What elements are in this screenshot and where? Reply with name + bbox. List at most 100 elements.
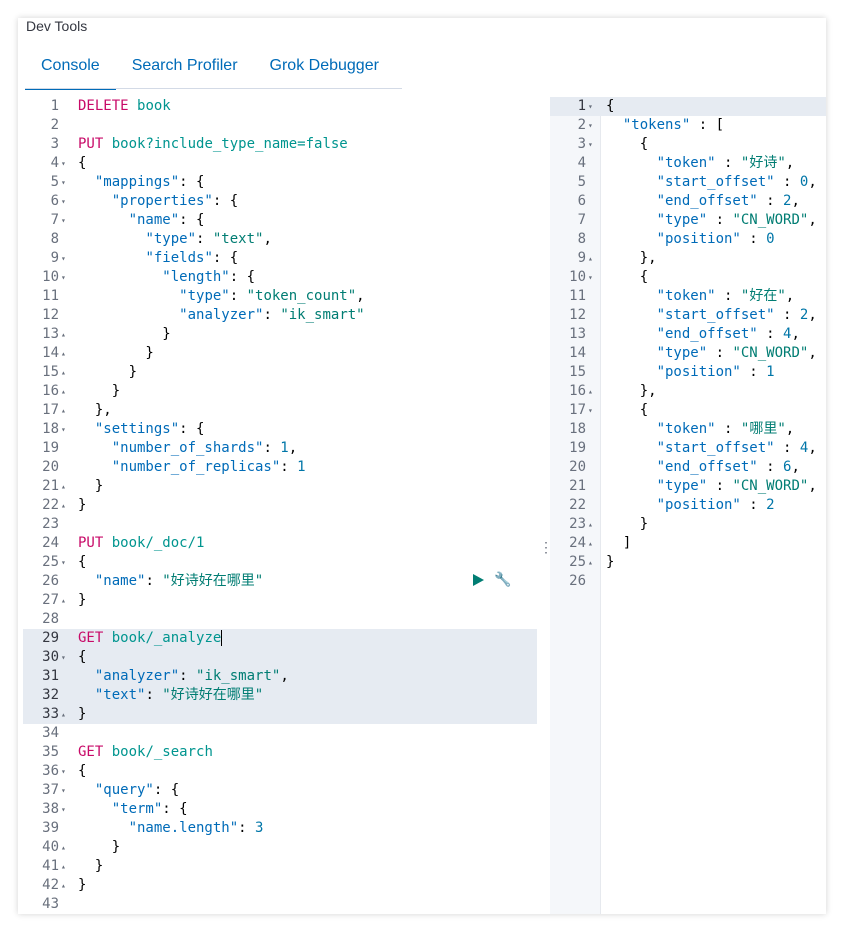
- fold-open-icon[interactable]: ▾: [61, 786, 66, 795]
- request-line[interactable]: 6▾ "properties": {: [23, 192, 537, 211]
- response-line[interactable]: 12 "start_offset" : 2,: [550, 306, 826, 325]
- fold-open-icon[interactable]: ▾: [61, 197, 66, 206]
- fold-open-icon[interactable]: ▾: [588, 121, 593, 130]
- response-line[interactable]: 11 "token" : "好在",: [550, 287, 826, 306]
- fold-close-icon[interactable]: ▴: [61, 482, 66, 491]
- response-line[interactable]: 18 "token" : "哪里",: [550, 420, 826, 439]
- tab-console[interactable]: Console: [25, 48, 116, 90]
- fold-open-icon[interactable]: ▾: [61, 178, 66, 187]
- request-line[interactable]: 20 "number_of_replicas": 1: [23, 458, 537, 477]
- request-line[interactable]: 8 "type": "text",: [23, 230, 537, 249]
- fold-open-icon[interactable]: ▾: [588, 140, 593, 149]
- fold-open-icon[interactable]: ▾: [588, 406, 593, 415]
- fold-open-icon[interactable]: ▾: [61, 254, 66, 263]
- response-line[interactable]: 6 "end_offset" : 2,: [550, 192, 826, 211]
- request-line[interactable]: 40▴ }: [23, 838, 537, 857]
- fold-close-icon[interactable]: ▴: [61, 349, 66, 358]
- request-line[interactable]: 36▾{: [23, 762, 537, 781]
- panel-resizer[interactable]: [537, 97, 550, 914]
- response-line[interactable]: 1▾{: [550, 97, 826, 116]
- request-line[interactable]: 15▴ }: [23, 363, 537, 382]
- response-line[interactable]: 25▴}: [550, 553, 826, 572]
- response-line[interactable]: 3▾ {: [550, 135, 826, 154]
- response-line[interactable]: 20 "end_offset" : 6,: [550, 458, 826, 477]
- fold-open-icon[interactable]: ▾: [588, 273, 593, 282]
- request-line[interactable]: 26 "name": "好诗好在哪里": [23, 572, 537, 591]
- response-line[interactable]: 9▴ },: [550, 249, 826, 268]
- tab-search-profiler[interactable]: Search Profiler: [131, 57, 238, 74]
- response-line[interactable]: 5 "start_offset" : 0,: [550, 173, 826, 192]
- fold-open-icon[interactable]: ▾: [588, 102, 593, 111]
- request-line[interactable]: 5▾ "mappings": {: [23, 173, 537, 192]
- request-line[interactable]: 38▾ "term": {: [23, 800, 537, 819]
- request-line[interactable]: 27▴}: [23, 591, 537, 610]
- response-line[interactable]: 24▴ ]: [550, 534, 826, 553]
- tab-grok-debugger[interactable]: Grok Debugger: [269, 57, 379, 74]
- response-line[interactable]: 4 "token" : "好诗",: [550, 154, 826, 173]
- fold-close-icon[interactable]: ▴: [61, 881, 66, 890]
- fold-close-icon[interactable]: ▴: [588, 520, 593, 529]
- fold-close-icon[interactable]: ▴: [61, 710, 66, 719]
- request-line[interactable]: 13▴ }: [23, 325, 537, 344]
- request-line[interactable]: 4▾{: [23, 154, 537, 173]
- request-line[interactable]: 7▾ "name": {: [23, 211, 537, 230]
- request-line[interactable]: 19 "number_of_shards": 1,: [23, 439, 537, 458]
- request-line[interactable]: 14▴ }: [23, 344, 537, 363]
- fold-open-icon[interactable]: ▾: [61, 805, 66, 814]
- response-line[interactable]: 21 "type" : "CN_WORD",: [550, 477, 826, 496]
- fold-close-icon[interactable]: ▴: [61, 862, 66, 871]
- request-line[interactable]: 25▾{: [23, 553, 537, 572]
- vertical-ellipsis-icon[interactable]: ⋮: [539, 539, 553, 555]
- fold-close-icon[interactable]: ▴: [61, 596, 66, 605]
- fold-close-icon[interactable]: ▴: [588, 558, 593, 567]
- fold-close-icon[interactable]: ▴: [61, 330, 66, 339]
- request-line[interactable]: 42▴}: [23, 876, 537, 895]
- response-line[interactable]: 22 "position" : 2: [550, 496, 826, 515]
- request-line[interactable]: 33▴}: [23, 705, 537, 724]
- fold-open-icon[interactable]: ▾: [61, 273, 66, 282]
- request-line[interactable]: 9▾ "fields": {: [23, 249, 537, 268]
- request-line[interactable]: 21▴ }: [23, 477, 537, 496]
- response-line[interactable]: 14 "type" : "CN_WORD",: [550, 344, 826, 363]
- response-line[interactable]: 17▾ {: [550, 401, 826, 420]
- fold-close-icon[interactable]: ▴: [588, 254, 593, 263]
- fold-close-icon[interactable]: ▴: [588, 539, 593, 548]
- fold-open-icon[interactable]: ▾: [61, 159, 66, 168]
- fold-open-icon[interactable]: ▾: [61, 425, 66, 434]
- request-line[interactable]: 18▾ "settings": {: [23, 420, 537, 439]
- fold-close-icon[interactable]: ▴: [61, 501, 66, 510]
- fold-close-icon[interactable]: ▴: [588, 387, 593, 396]
- request-line[interactable]: 39 "name.length": 3: [23, 819, 537, 838]
- response-line[interactable]: 8 "position" : 0: [550, 230, 826, 249]
- response-line[interactable]: 26: [550, 572, 826, 591]
- request-line[interactable]: 37▾ "query": {: [23, 781, 537, 800]
- request-line[interactable]: 11 "type": "token_count",: [23, 287, 537, 306]
- response-line[interactable]: 23▴ }: [550, 515, 826, 534]
- fold-close-icon[interactable]: ▴: [61, 843, 66, 852]
- request-line[interactable]: 17▴ },: [23, 401, 537, 420]
- response-editor[interactable]: 1▾{2▾ "tokens" : [3▾ {4 "token" : "好诗",5…: [550, 97, 826, 914]
- request-line[interactable]: 2: [23, 116, 537, 135]
- fold-close-icon[interactable]: ▴: [61, 387, 66, 396]
- fold-open-icon[interactable]: ▾: [61, 767, 66, 776]
- request-line[interactable]: 12 "analyzer": "ik_smart": [23, 306, 537, 325]
- fold-open-icon[interactable]: ▾: [61, 216, 66, 225]
- request-line[interactable]: 32 "text": "好诗好在哪里": [23, 686, 537, 705]
- request-line[interactable]: 41▴ }: [23, 857, 537, 876]
- request-line[interactable]: 23: [23, 515, 537, 534]
- response-line[interactable]: 16▴ },: [550, 382, 826, 401]
- response-line[interactable]: 15 "position" : 1: [550, 363, 826, 382]
- play-icon[interactable]: [473, 573, 484, 586]
- request-line[interactable]: 10▾ "length": {: [23, 268, 537, 287]
- response-line[interactable]: 2▾ "tokens" : [: [550, 116, 826, 135]
- request-line[interactable]: 30▾{: [23, 648, 537, 667]
- response-line[interactable]: 7 "type" : "CN_WORD",: [550, 211, 826, 230]
- request-line[interactable]: 28: [23, 610, 537, 629]
- request-line[interactable]: 16▴ }: [23, 382, 537, 401]
- fold-open-icon[interactable]: ▾: [61, 558, 66, 567]
